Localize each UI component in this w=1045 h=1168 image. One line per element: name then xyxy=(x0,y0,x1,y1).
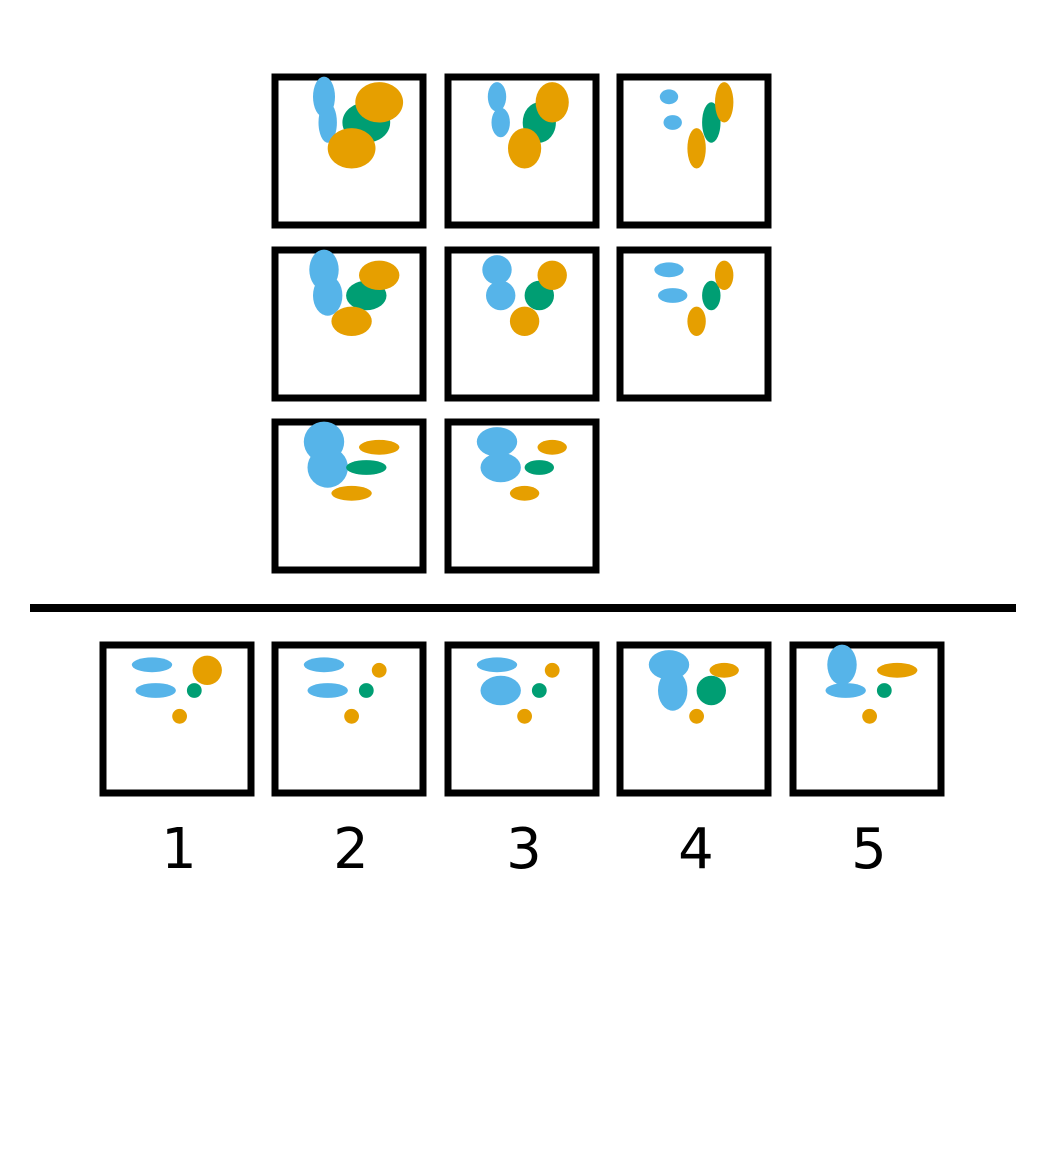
option-label-2: 2 xyxy=(333,817,369,882)
orange-ellipse xyxy=(535,82,569,123)
blue-ellipse xyxy=(825,683,866,698)
orange-ellipse xyxy=(359,260,400,290)
matrix-cell-r2-c1 xyxy=(271,246,427,402)
blue-ellipse xyxy=(307,683,348,698)
orange-ellipse xyxy=(172,708,188,724)
green-ellipse xyxy=(524,460,554,475)
orange-ellipse xyxy=(544,662,560,678)
matrix-grid xyxy=(271,73,772,574)
option-label-3: 3 xyxy=(506,817,542,882)
blue-ellipse xyxy=(648,650,690,680)
green-ellipse xyxy=(696,675,726,706)
blue-ellipse xyxy=(659,89,679,105)
orange-ellipse xyxy=(877,662,918,678)
blue-ellipse xyxy=(476,657,518,673)
answer-option-3[interactable] xyxy=(444,641,600,797)
green-ellipse xyxy=(876,683,892,698)
orange-ellipse xyxy=(355,82,404,123)
green-ellipse xyxy=(346,460,387,475)
matrix-cell-r1-c2 xyxy=(444,73,600,229)
matrix-cell-r3-c1 xyxy=(271,418,427,574)
orange-ellipse xyxy=(537,439,567,455)
green-ellipse xyxy=(186,683,202,698)
orange-ellipse xyxy=(359,439,400,455)
green-ellipse xyxy=(358,683,374,698)
option-labels: 1 2 3 4 5 xyxy=(161,817,887,882)
answer-option-2[interactable] xyxy=(271,641,427,797)
matrix-cell-r1-c3 xyxy=(616,73,772,229)
blue-ellipse xyxy=(663,115,682,130)
answer-option-4[interactable] xyxy=(616,641,772,797)
answer-option-1[interactable] xyxy=(99,641,255,797)
blue-ellipse xyxy=(313,275,343,316)
orange-ellipse xyxy=(507,128,542,169)
green-ellipse xyxy=(531,683,547,698)
orange-ellipse xyxy=(344,708,359,724)
panel-frame[interactable] xyxy=(271,641,427,797)
panel-frame xyxy=(444,246,600,402)
orange-ellipse xyxy=(371,662,387,678)
orange-ellipse xyxy=(509,485,540,501)
green-ellipse xyxy=(702,102,721,143)
blue-ellipse xyxy=(482,255,512,285)
blue-ellipse xyxy=(486,280,516,311)
orange-ellipse xyxy=(192,655,222,685)
orange-ellipse xyxy=(537,260,567,290)
blue-ellipse xyxy=(827,644,857,685)
matrix-cell-r2-c3 xyxy=(616,246,772,402)
orange-ellipse xyxy=(509,306,540,336)
orange-ellipse xyxy=(687,306,706,336)
blue-ellipse xyxy=(480,675,521,706)
blue-ellipse xyxy=(307,447,348,488)
orange-ellipse xyxy=(517,708,532,724)
matrix-cell-r3-c2 xyxy=(444,418,600,574)
matrix-cell-r1-c1 xyxy=(271,73,427,229)
option-label-4: 4 xyxy=(678,817,714,882)
orange-ellipse xyxy=(331,306,372,336)
orange-ellipse xyxy=(715,260,734,290)
blue-ellipse xyxy=(131,657,173,673)
green-ellipse xyxy=(702,280,721,311)
blue-ellipse xyxy=(476,427,518,457)
orange-ellipse xyxy=(862,708,877,724)
orange-ellipse xyxy=(689,708,704,724)
panel-frame[interactable] xyxy=(99,641,255,797)
orange-ellipse xyxy=(687,128,706,169)
blue-ellipse xyxy=(491,107,510,138)
answer-options xyxy=(99,641,945,797)
blue-ellipse xyxy=(658,670,688,711)
orange-ellipse xyxy=(331,485,372,501)
blue-ellipse xyxy=(480,452,521,483)
orange-ellipse xyxy=(327,128,376,169)
blue-ellipse xyxy=(487,82,507,112)
answer-option-5[interactable] xyxy=(789,641,945,797)
blue-ellipse xyxy=(318,102,337,143)
orange-ellipse xyxy=(709,662,739,678)
option-label-5: 5 xyxy=(851,817,887,882)
blue-ellipse xyxy=(135,683,176,698)
blue-ellipse xyxy=(654,262,684,278)
blue-ellipse xyxy=(658,288,688,303)
option-label-1: 1 xyxy=(161,817,197,882)
orange-ellipse xyxy=(715,82,734,123)
blue-ellipse xyxy=(303,657,345,673)
matrix-cell-r2-c2 xyxy=(444,246,600,402)
